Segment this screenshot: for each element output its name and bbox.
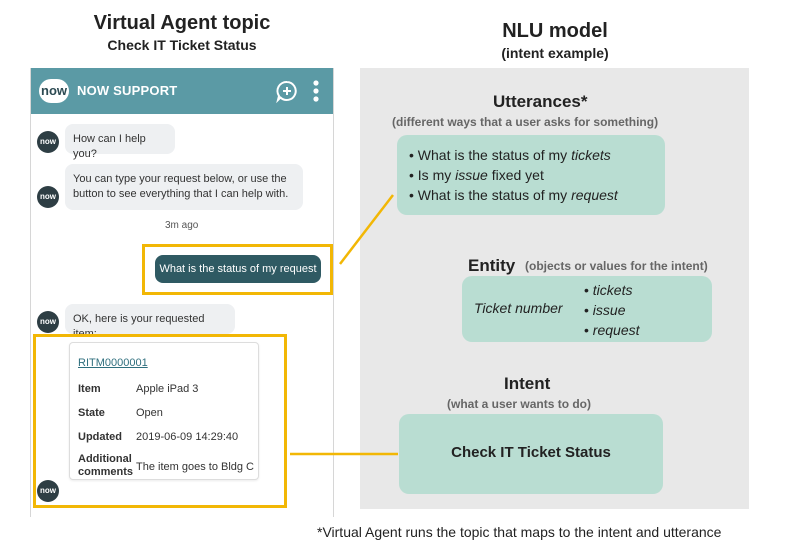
entity-label: Ticket number: [474, 300, 563, 316]
utterances-subtitle: (different ways that a user asks for som…: [392, 115, 659, 129]
ritm-link[interactable]: RITM0000001: [78, 357, 148, 369]
bot-avatar: now: [37, 480, 59, 502]
state-value: Open: [136, 407, 163, 419]
bot-avatar: now: [37, 131, 59, 153]
item-label: Item: [78, 383, 101, 395]
utterance-item: • What is the status of my tickets: [409, 147, 611, 163]
bot-reply-bubble: OK, here is your requested item:: [65, 304, 235, 340]
left-header-subtitle: Check IT Ticket Status: [107, 37, 257, 53]
intent-subtitle: (what a user wants to do): [447, 397, 592, 411]
entity-value: • issue: [584, 302, 626, 318]
utterances-title: Utterances*: [493, 92, 588, 111]
footnote: *Virtual Agent runs the topic that maps …: [317, 524, 722, 540]
entity-title: Entity: [468, 256, 516, 275]
utterance-connector: [339, 194, 394, 265]
bot-avatar: now: [37, 186, 59, 208]
left-header-title: Virtual Agent topic: [93, 12, 271, 34]
entity-value: • tickets: [584, 282, 633, 298]
utterance-item: • Is my issue fixed yet: [409, 167, 544, 183]
chat-title: NOW SUPPORT: [77, 83, 178, 98]
right-header-title: NLU model: [502, 20, 608, 42]
bot-help-bubble: You can type your request below, or use …: [65, 164, 303, 210]
entity-box: Ticket number • tickets • issue • reques…: [462, 276, 712, 342]
card-highlight: [33, 334, 287, 508]
user-message-bubble: What is the status of my request: [155, 255, 321, 283]
item-value: Apple iPad 3: [136, 383, 199, 395]
intent-box: Check IT Ticket Status: [399, 414, 663, 494]
bot-avatar: now: [37, 311, 59, 333]
requested-item-card: RITM0000001 Item Apple iPad 3 State Open…: [69, 342, 259, 480]
comments-label: Additional comments: [78, 453, 134, 478]
entity-value: • request: [584, 322, 640, 338]
utterances-box: • What is the status of my tickets • Is …: [397, 135, 665, 215]
comments-value: The item goes to Bldg C: [136, 461, 255, 473]
chat-plus-icon[interactable]: [275, 79, 299, 103]
message-timestamp: 3m ago: [165, 220, 199, 231]
right-header-subtitle: (intent example): [501, 45, 609, 61]
entity-subtitle: (objects or values for the intent): [525, 259, 708, 273]
intent-title: Intent: [504, 374, 551, 393]
chat-header: now NOW SUPPORT: [31, 68, 333, 114]
user-message-highlight: [142, 244, 333, 295]
state-label: State: [78, 407, 105, 419]
updated-label: Updated: [78, 431, 122, 443]
intent-name: Check IT Ticket Status: [451, 444, 611, 461]
more-vertical-icon[interactable]: [311, 79, 321, 103]
utterance-item: • What is the status of my request: [409, 187, 618, 203]
bot-greeting-bubble: How can I help you?: [65, 124, 175, 160]
now-logo: now: [39, 79, 69, 103]
updated-value: 2019-06-09 14:29:40: [136, 431, 239, 443]
